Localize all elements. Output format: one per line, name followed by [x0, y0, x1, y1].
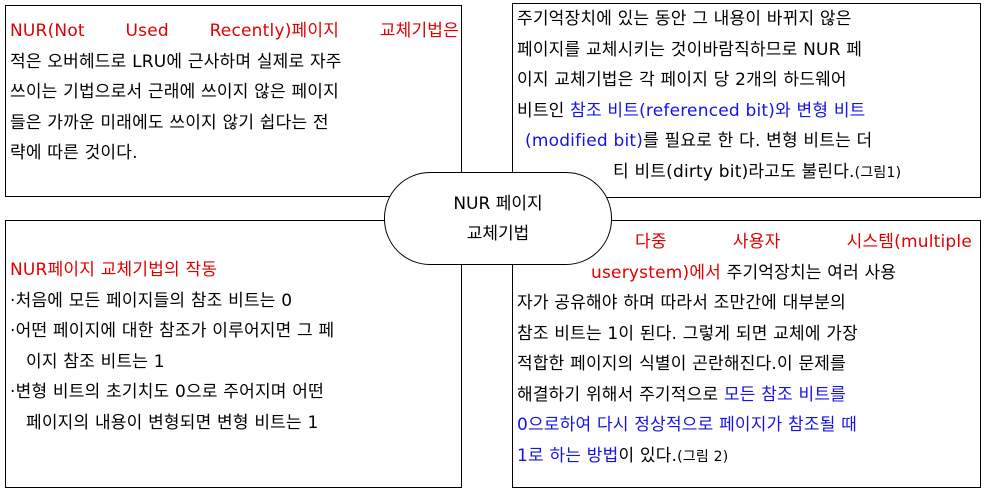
- bottom-right-line-3: 자가 공유해야 하며 따라서 조만간에 대부분의: [517, 293, 846, 313]
- bottom-right-line-6: 해결하기 위해서 주기적으로 모든 참조 비트를: [517, 380, 972, 411]
- top-left-line-5: 략에 따른 것이다.: [10, 143, 138, 163]
- center-topic-line-1: NUR 페이지: [453, 193, 543, 214]
- bottom-right-line-8: 1로 하는 방법이 있다.(그림 2): [517, 441, 972, 473]
- bottom-right-box: 다중 사용자 시스템(multiple userystem)에서 주기억장치는 …: [512, 220, 981, 488]
- top-left-line-1-b: Used: [125, 21, 169, 41]
- top-left-line-3: 쓰이는 기법으로서 근래에 쓰이지 않은 페이지: [10, 82, 339, 102]
- center-topic-ellipse: NUR 페이지 교체기법: [384, 172, 612, 265]
- top-left-line-2: 적은 오버헤드로 LRU에 근사하며 실제로 자주: [10, 51, 342, 72]
- bottom-right-line-6-b: 모든 참조 비트를: [723, 384, 846, 405]
- top-right-line-6: 티 비트(dirty bit)라고도 불린다.(그림1): [517, 157, 972, 189]
- top-right-line-4-a: 비트인: [517, 100, 571, 121]
- top-left-line-1: NUR(Not Used Recently)페이지 교체기법은: [10, 16, 459, 47]
- top-right-figure-ref-1: (그림1): [854, 164, 902, 181]
- top-right-line-5: (modified bit)를 필요로 한 다. 변형 비트는 더: [517, 126, 972, 157]
- bottom-right-line-2-a: userystem)에서: [591, 262, 721, 283]
- top-left-line-1-a: NUR(Not: [10, 21, 85, 41]
- bottom-right-line-6-a: 해결하기 위해서 주기적으로: [517, 384, 724, 405]
- top-left-line-4: 들은 가까운 미래에도 쓰이지 않기 쉽다는 전: [10, 112, 329, 133]
- top-right-line-2: 페이지를 교체시키는 것이바람직하므로 NUR 페: [517, 39, 863, 60]
- center-topic-line-2: 교체기법: [466, 223, 530, 244]
- bottom-left-box: NUR페이지 교체기법의 작동 ·처음에 모든 페이지들의 참조 비트는 0 ·…: [5, 220, 462, 488]
- top-right-box: 주기억장치에 있는 동안 그 내용이 바뀌지 않은 페이지를 교체시키는 것이바…: [512, 3, 981, 198]
- top-left-line-1-c: Recently)페이지: [209, 21, 340, 41]
- bottom-right-line-2: userystem)에서 주기억장치는 여러 사용: [517, 258, 972, 289]
- bottom-right-line-5: 적합한 페이지의 식별이 곤란해진다.이 문제를: [517, 354, 846, 374]
- bottom-left-bullet-2: ·어떤 페이지에 대한 참조가 이루어지면 그 페: [10, 321, 335, 341]
- top-right-line-3: 이지 교체기법은 각 페이지 당 2개의 하드웨어: [517, 70, 847, 90]
- top-right-line-4-b: 참조 비트(referenced bit)와 변형 비트: [570, 100, 866, 121]
- bottom-right-line-4: 참조 비트는 1이 된다. 그렇게 되면 교체에 가장: [517, 323, 858, 344]
- bottom-left-bullet-1: ·처음에 모든 페이지들의 참조 비트는 0: [10, 290, 293, 311]
- bottom-left-bullet-3: ·변형 비트의 초기치도 0으로 주어지며 어떤: [10, 382, 324, 402]
- bottom-right-line-2-b: 주기억장치는 여러 사용: [726, 262, 897, 283]
- bottom-left-bullet-3-cont: 페이지의 내용이 변형되면 변형 비트는 1: [26, 412, 319, 433]
- bottom-right-line-1-b: 사용자: [732, 232, 781, 252]
- bottom-right-line-1-a: 다중: [635, 232, 667, 252]
- top-right-line-4: 비트인 참조 비트(referenced bit)와 변형 비트: [517, 96, 972, 127]
- bottom-right-line-1-c: 시스템(multiple: [846, 232, 972, 252]
- bottom-left-bullet-2-cont: 이지 참조 비트는 1: [26, 351, 165, 372]
- bottom-right-line-7: 0으로하여 다시 정상적으로 페이지가 참조될 때: [517, 415, 857, 435]
- top-left-box: NUR(Not Used Recently)페이지 교체기법은 적은 오버헤드로…: [5, 5, 462, 197]
- top-right-line-5-b: 를 필요로 한 다. 변형 비트는 더: [643, 131, 873, 151]
- bottom-right-line-8-a: 1로 하는 방법: [517, 445, 619, 466]
- bottom-right-figure-ref-2: (그림 2): [677, 448, 729, 465]
- bottom-right-line-8-b: 이 있다.: [618, 445, 678, 466]
- bottom-right-line-1: 다중 사용자 시스템(multiple: [517, 227, 972, 258]
- top-right-line-5-a: (modified bit): [525, 131, 644, 151]
- top-right-line-6-a: 티 비트(dirty bit)라고도 불린다.: [613, 161, 855, 182]
- bottom-left-title: NUR페이지 교체기법의 작동: [10, 260, 218, 280]
- top-left-line-1-d: 교체기법은: [379, 21, 459, 41]
- top-right-line-1: 주기억장치에 있는 동안 그 내용이 바뀌지 않은: [517, 9, 852, 29]
